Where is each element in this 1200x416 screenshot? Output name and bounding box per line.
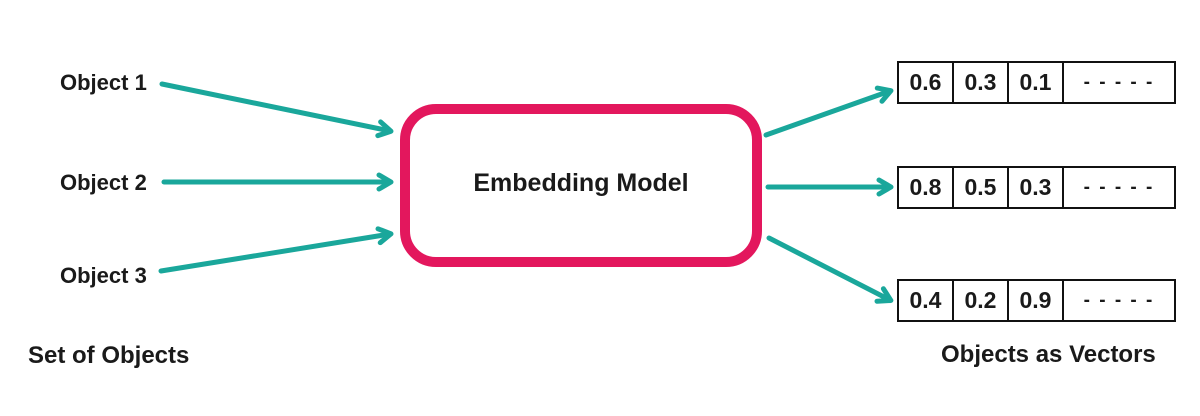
vector-cell: 0.3: [1009, 168, 1064, 207]
vector-row-1: 0.6 0.3 0.1 - - - - -: [897, 61, 1176, 104]
vector-cell: 0.9: [1009, 281, 1064, 320]
vector-cell-ellipsis: - - - - -: [1083, 289, 1155, 311]
arrow-object1-to-model: [159, 81, 394, 139]
arrow-model-to-vector1: [763, 85, 894, 138]
vector-row-3: 0.4 0.2 0.9 - - - - -: [897, 279, 1176, 322]
vector-cell: 0.1: [1009, 63, 1064, 102]
object-3-label: Object 3: [60, 263, 147, 288]
embedding-model-label: Embedding Model: [473, 169, 689, 197]
vector-cell: 0.8: [899, 168, 954, 207]
set-of-objects-caption: Set of Objects: [28, 342, 190, 369]
arrow-object3-to-model: [158, 226, 394, 274]
vector-cell-ellipsis: - - - - -: [1083, 176, 1155, 198]
vector-cell-ellipsis: - - - - -: [1083, 71, 1155, 93]
embedding-model-box: Embedding Model: [400, 104, 762, 267]
vector-cell: 0.4: [899, 281, 954, 320]
vector-cell: 0.2: [954, 281, 1009, 320]
vector-cell: 0.3: [954, 63, 1009, 102]
arrow-model-to-vector3: [766, 235, 894, 304]
vector-cell: 0.5: [954, 168, 1009, 207]
object-2-label: Object 2: [60, 170, 147, 195]
vector-cell: 0.6: [899, 63, 954, 102]
objects-as-vectors-caption: Objects as Vectors: [941, 341, 1156, 368]
vector-row-2: 0.8 0.5 0.3 - - - - -: [897, 166, 1176, 209]
object-1-label: Object 1: [60, 70, 147, 95]
